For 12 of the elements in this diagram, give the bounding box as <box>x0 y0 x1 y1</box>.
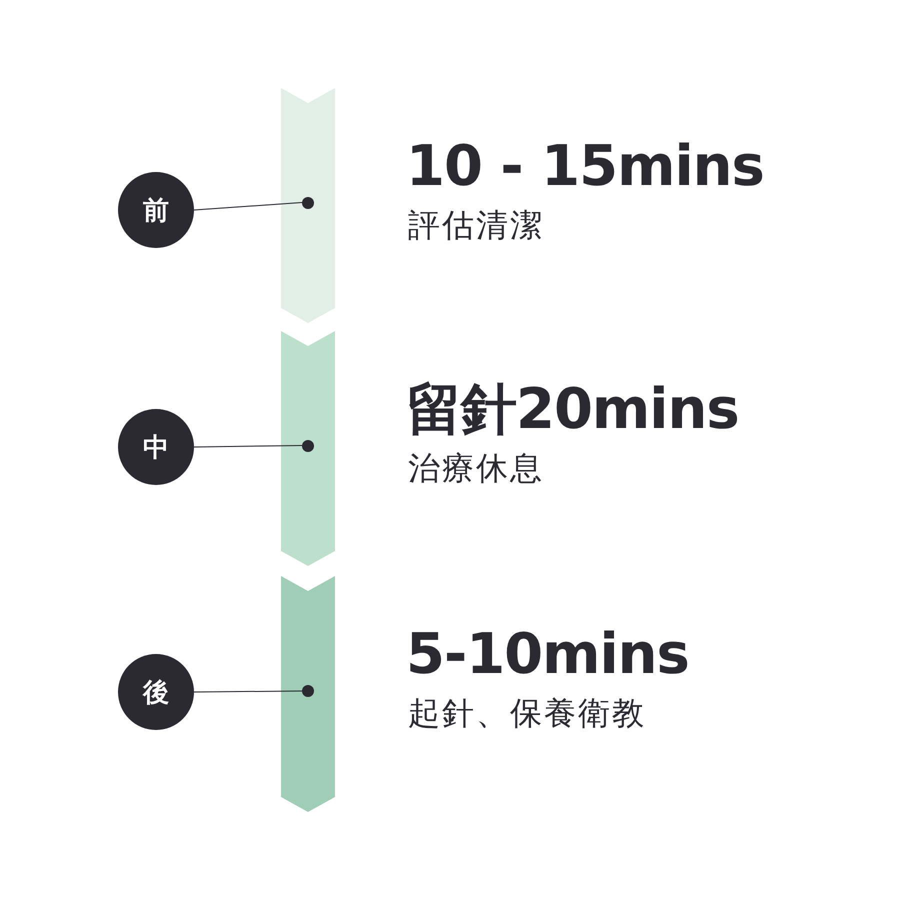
duration-text: 留針20mins <box>406 378 739 440</box>
step-description: 評估清潔 <box>408 206 544 244</box>
leader-line <box>194 445 302 448</box>
step-badge: 中 <box>118 409 194 485</box>
duration-text: 5-10mins <box>406 624 689 686</box>
leader-line <box>194 202 302 210</box>
step-description: 起針、保養衛教 <box>408 694 646 732</box>
step-badge: 前 <box>118 172 194 248</box>
duration-text: 10 - 15mins <box>406 136 764 198</box>
step-description: 治療休息 <box>408 448 544 487</box>
leader-line <box>194 690 302 692</box>
step-badge: 後 <box>118 654 194 730</box>
